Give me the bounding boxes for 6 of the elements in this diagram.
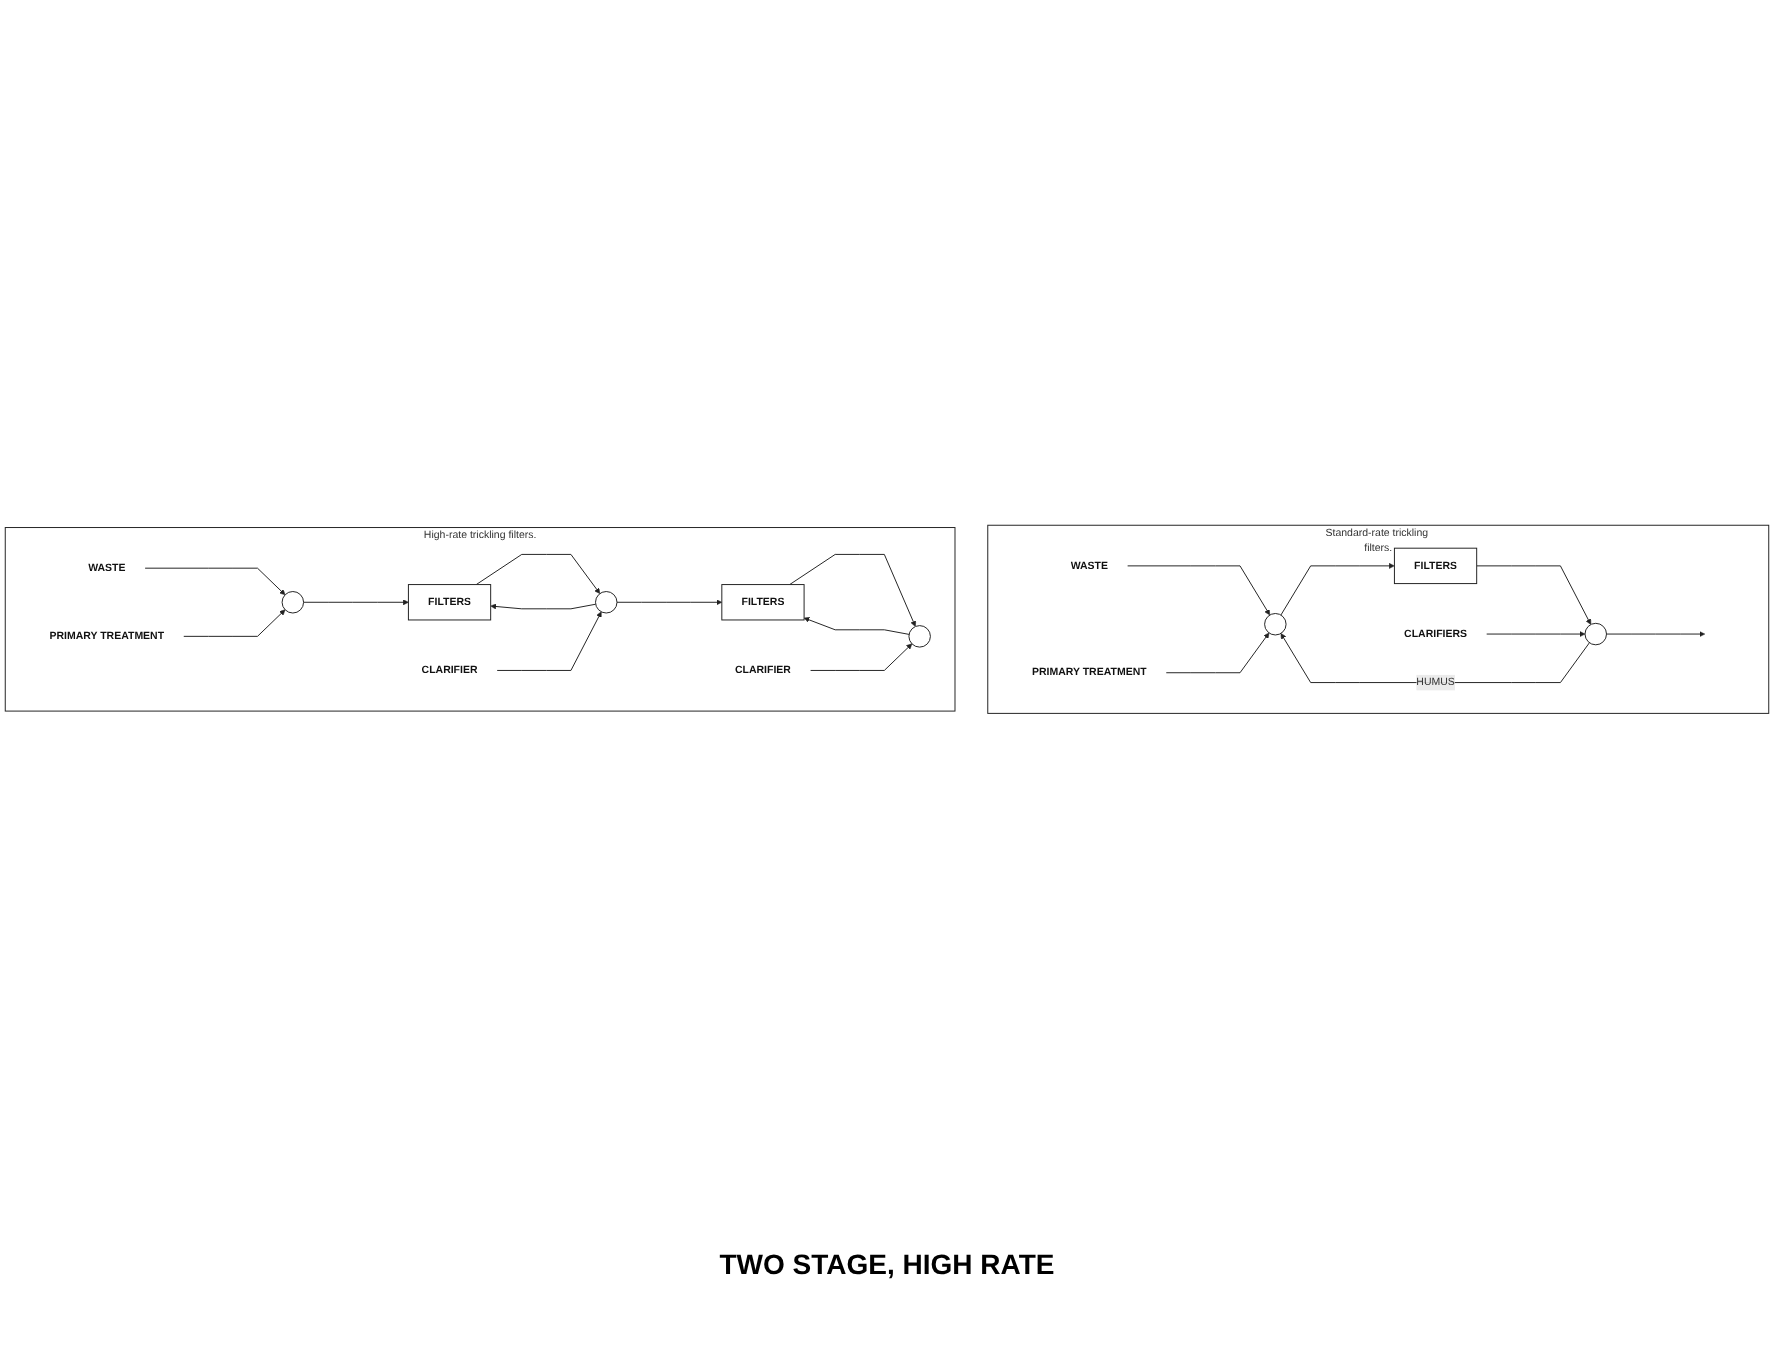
node-circle bbox=[908, 625, 931, 649]
node-circle bbox=[1264, 613, 1287, 637]
node-circle bbox=[595, 591, 618, 615]
node-circle bbox=[281, 591, 305, 615]
node-circle bbox=[1584, 623, 1607, 646]
note-text: TWO STAGE, HIGH RATE bbox=[719, 1248, 1055, 1280]
